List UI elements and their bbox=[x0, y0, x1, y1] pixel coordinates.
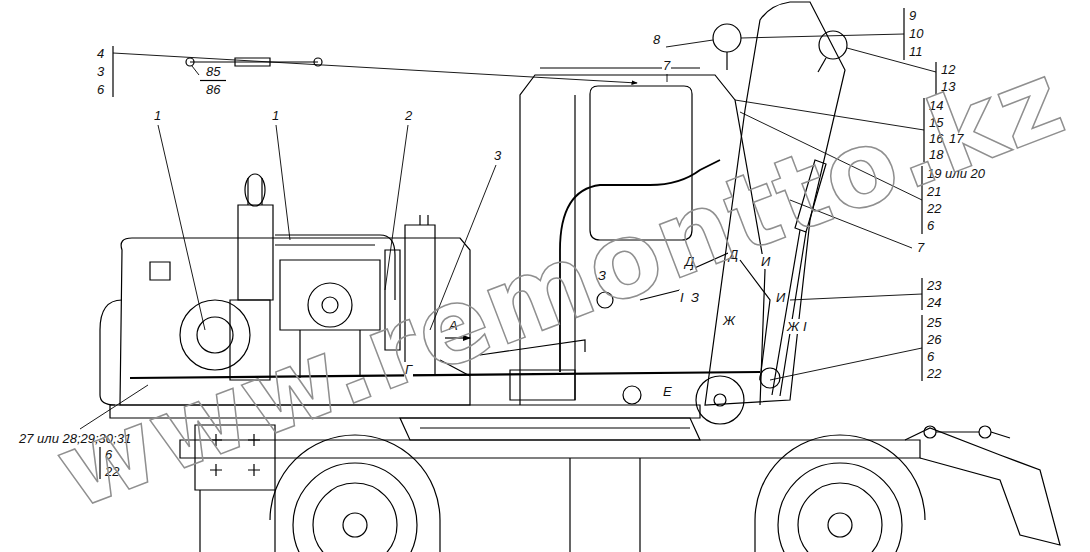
dozer-blade-part bbox=[924, 426, 936, 438]
callout-number: 22 bbox=[926, 201, 942, 216]
callout-number: 8 bbox=[652, 32, 661, 47]
cab-part bbox=[540, 67, 700, 68]
callout-number: 6 bbox=[926, 218, 935, 233]
callout-number: 3 bbox=[96, 64, 105, 79]
upper-housing-part bbox=[420, 427, 690, 428]
callout-number: 1 bbox=[271, 108, 280, 123]
undercarriage-part bbox=[200, 490, 275, 552]
upper-housing-part bbox=[150, 262, 170, 280]
cylinder-part-part bbox=[186, 58, 194, 66]
upper-housing-part bbox=[100, 300, 122, 405]
dozer-blade-part bbox=[905, 428, 1060, 545]
leader-lines-part bbox=[666, 40, 713, 47]
leader-lines-part bbox=[276, 125, 290, 240]
dozer-blade-part bbox=[936, 432, 1010, 438]
leader-lines-part bbox=[385, 125, 408, 290]
engine-part bbox=[275, 235, 395, 300]
boom-part bbox=[714, 394, 726, 406]
callout-number: 2 bbox=[404, 108, 413, 123]
engine-part bbox=[322, 297, 338, 313]
view-letter: И bbox=[775, 290, 786, 305]
callout-number: 10 bbox=[908, 26, 924, 41]
leader-lines-part bbox=[158, 125, 205, 330]
boom-part bbox=[696, 376, 744, 424]
engine-part bbox=[238, 205, 273, 300]
cab-part bbox=[623, 386, 641, 404]
leader-lines-part bbox=[741, 34, 904, 38]
work-lights-part bbox=[726, 52, 727, 70]
callout-number: 85 bbox=[205, 64, 221, 79]
undercarriage-part bbox=[343, 513, 367, 537]
callout-number: 4 bbox=[96, 46, 105, 61]
engine-part bbox=[245, 174, 265, 206]
callout-number: 6 bbox=[926, 349, 935, 364]
work-lights-part bbox=[713, 24, 741, 52]
engine-part bbox=[197, 317, 233, 353]
callout-number: 86 bbox=[205, 82, 221, 97]
view-letter: Ж bbox=[722, 313, 736, 328]
cylinder-part-part bbox=[190, 61, 318, 62]
engine-part bbox=[275, 244, 375, 245]
undercarriage-part bbox=[313, 483, 397, 552]
upper-housing-part bbox=[400, 418, 700, 440]
callout-number: 6 bbox=[96, 82, 105, 97]
callout-number: 1 bbox=[153, 108, 162, 123]
callout-number: 7 bbox=[662, 58, 671, 73]
view-letter: Ж bbox=[786, 319, 800, 334]
leader-lines-part bbox=[113, 53, 637, 83]
callout-number: 11 bbox=[908, 44, 924, 59]
leader-lines-part bbox=[192, 66, 199, 75]
work-lights bbox=[713, 24, 847, 72]
callout-number: 23 bbox=[926, 278, 942, 293]
leader-lines-part bbox=[770, 348, 922, 380]
work-lights-part bbox=[818, 58, 826, 72]
leader-lines-part bbox=[667, 74, 668, 82]
undercarriage-part bbox=[293, 463, 417, 552]
view-letter: I bbox=[802, 319, 808, 334]
boom-part bbox=[760, 368, 780, 388]
callout-number: 7 bbox=[916, 240, 925, 255]
callout-brackets-part bbox=[112, 46, 113, 97]
callout-brackets-part bbox=[200, 80, 226, 81]
callout-number: 24 bbox=[926, 295, 942, 310]
undercarriage-part bbox=[440, 458, 755, 552]
leader-lines-part bbox=[790, 294, 922, 300]
undercarriage-part bbox=[828, 513, 852, 537]
undercarriage-part bbox=[798, 483, 882, 552]
view-letter: Е bbox=[662, 384, 673, 399]
callout-number: 25 bbox=[926, 315, 942, 330]
callout-number: 3 bbox=[493, 148, 502, 163]
undercarriage-part bbox=[778, 463, 902, 552]
callout-number: 22 bbox=[926, 366, 942, 381]
callout-number: 26 bbox=[926, 332, 942, 347]
watermark: www.remontto.kz bbox=[42, 42, 1077, 527]
dozer-blade bbox=[905, 426, 1060, 545]
engine-part bbox=[248, 178, 262, 205]
engine-part bbox=[420, 215, 428, 225]
callout-number: 9 bbox=[908, 8, 917, 23]
dozer-blade-part bbox=[979, 426, 991, 438]
boom-part bbox=[740, 260, 770, 380]
